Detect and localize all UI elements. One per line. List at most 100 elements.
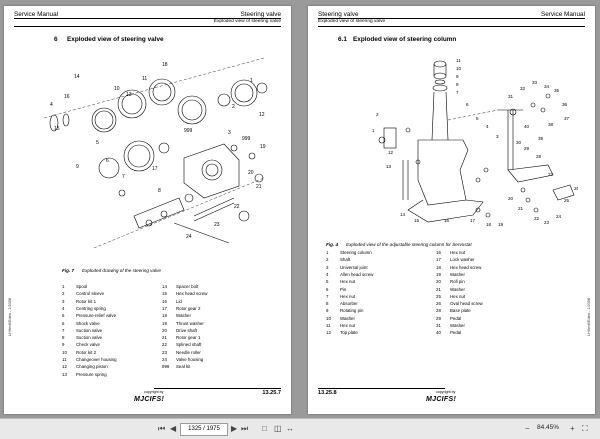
left-legend-number: 6 <box>62 320 65 326</box>
left-legend-number: 15 <box>162 291 167 297</box>
right-legend-text: Pedal <box>450 330 462 336</box>
next-page-icon[interactable]: ▶ <box>231 424 238 433</box>
right-header-left: Steering valve <box>318 11 359 18</box>
right-callout-7: 7 <box>456 90 459 95</box>
right-legend-number: 6 <box>326 286 329 292</box>
right-callout-5: 5 <box>476 116 479 121</box>
left-header-right: Steering valve <box>240 11 282 18</box>
right-legend-text: Shaft <box>340 257 351 263</box>
right-subheader: Exploded view of steering valve <box>318 19 386 24</box>
right-callout-36: 36 <box>562 102 568 107</box>
right-callout-34: 34 <box>544 84 550 89</box>
left-legend-number: 22 <box>162 342 167 348</box>
right-legend-text: Washer <box>450 286 465 292</box>
right-legend-text: Hex nut <box>340 279 356 285</box>
right-legend-text: Top plate <box>340 330 358 336</box>
two-page-icon[interactable]: ◫ <box>274 424 282 433</box>
left-legend-text: Check valve <box>76 342 100 348</box>
right-legend-text: Base plate <box>450 308 471 314</box>
left-callout-22: 22 <box>234 204 240 210</box>
left-legend-text: Control sleeve <box>76 291 105 297</box>
right-logo: MJCIFS! <box>426 396 457 403</box>
right-legend-number: 17 <box>436 257 441 263</box>
left-callout-12: 12 <box>259 112 265 118</box>
left-section-title: Exploded view of steering valve <box>67 36 164 43</box>
right-callout-27: 27 <box>548 172 554 177</box>
left-legend-text: Needle roller <box>176 349 201 355</box>
left-section-number: 6 <box>54 36 58 43</box>
left-legend-number: 16 <box>162 298 167 304</box>
left-legend-number: 9 <box>62 342 65 348</box>
left-legend-text: Thrust washer <box>176 320 204 326</box>
left-legend-text: Centring spring <box>76 305 106 311</box>
right-legend-number: 1 <box>326 250 329 255</box>
right-legend-number: 5 <box>326 279 329 285</box>
viewer-toolbar: ⏮ ◀ 1325 / 1975 ▶ ⏭ □ ◫ ↔ − 84.45% + ⛶ <box>0 418 600 439</box>
right-side-text: LH9ev6/Eden - 1/2008 <box>587 298 591 336</box>
left-callout-15: 15 <box>54 126 60 132</box>
right-section-number: 6.1 <box>338 36 347 43</box>
fullscreen-icon[interactable]: ⛶ <box>582 424 588 433</box>
right-legend-number: 40 <box>436 330 441 336</box>
right-legend-text: Hex head screw <box>450 264 482 270</box>
left-callout-5: 5 <box>96 140 99 146</box>
right-legend-text: Roll pin <box>450 279 465 285</box>
right-figure-number: Fig. 4 <box>326 242 338 247</box>
right-callout-35: 35 <box>554 88 560 93</box>
left-callout-16: 16 <box>64 94 70 100</box>
left-figure-number: Fig. 7 <box>62 268 74 273</box>
right-callout-37: 37 <box>564 116 570 121</box>
left-legend-text: Rotor gear 2 <box>176 305 201 311</box>
right-callout-20: 20 <box>508 196 514 201</box>
left-figure-text: Exploded drawing of the steering valve <box>82 268 161 273</box>
right-header-rule <box>318 18 585 19</box>
left-subheader: Exploded view of steering valve <box>213 19 281 24</box>
right-callout-3: 3 <box>496 134 499 139</box>
page-number-field[interactable]: 1325 / 1975 <box>180 423 228 436</box>
right-callout-14: 14 <box>400 212 406 217</box>
right-legend-number: 3 <box>326 264 329 270</box>
fit-width-icon[interactable]: ↔ <box>286 424 294 433</box>
left-legend-number: 12 <box>62 364 67 370</box>
right-legend-number: 20 <box>436 279 441 285</box>
right-copyright: copyright by <box>436 390 456 394</box>
right-callout-29: 29 <box>524 146 530 151</box>
left-callout-11: 11 <box>142 76 147 82</box>
zoom-out-icon[interactable]: − <box>525 424 530 433</box>
left-legend-number: 14 <box>162 284 167 289</box>
left-legend-number: 21 <box>162 335 167 341</box>
right-callout-8: 8 <box>456 82 459 87</box>
left-callout-20: 20 <box>248 170 254 176</box>
right-callout-19: 19 <box>498 222 504 227</box>
left-legend-text: Suction valve <box>76 327 103 333</box>
left-legend-text: Washer <box>176 313 191 319</box>
right-callout-32: 32 <box>520 86 526 91</box>
left-legend-text: Changing piston <box>76 364 108 370</box>
first-page-icon[interactable]: ⏮ <box>158 424 166 433</box>
left-legend-text: Lid <box>176 298 182 304</box>
right-callout-16: 16 <box>444 218 450 223</box>
right-callout-15: 15 <box>414 218 420 223</box>
left-legend-text: Splined shaft <box>176 342 202 348</box>
right-legend-number: 16 <box>436 250 441 255</box>
zoom-in-icon[interactable]: + <box>570 424 575 433</box>
left-side-text: LH9ev6/Eden - 1/2008 <box>8 298 12 336</box>
left-callout-3: 3 <box>228 130 231 136</box>
left-legend-number: 13 <box>62 371 67 377</box>
right-figure-caption: Fig. 4 Exploded view of the adjustable s… <box>326 242 472 247</box>
right-callout-38: 38 <box>548 122 554 127</box>
right-callout-22: 22 <box>534 216 540 221</box>
right-legend-number: 31 <box>436 323 441 328</box>
prev-page-icon[interactable]: ◀ <box>170 424 177 433</box>
right-legend-text: Pedal <box>450 315 462 321</box>
single-page-icon[interactable]: □ <box>262 424 267 433</box>
left-legend-text: Rotor gear 1 <box>176 335 201 341</box>
left-legend-text: Pressure-relief valve <box>76 313 117 319</box>
right-header-right: Service Manual <box>540 11 585 18</box>
right-callout-1: 1 <box>372 128 375 133</box>
right-legend-number: 10 <box>326 315 331 321</box>
last-page-icon[interactable]: ⏭ <box>241 424 249 433</box>
left-legend-text: Spacer bolt <box>176 284 199 289</box>
right-legend-number: 11 <box>326 323 331 328</box>
